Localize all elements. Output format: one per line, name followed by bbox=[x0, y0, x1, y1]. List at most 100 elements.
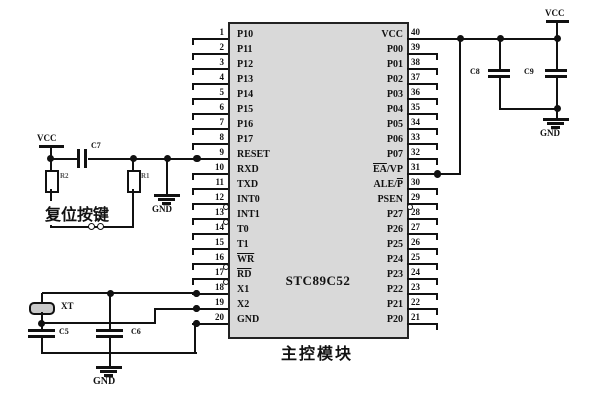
pin-label-segment: P15 bbox=[237, 104, 254, 115]
pin-23-lead bbox=[407, 293, 438, 295]
pin-22-lead bbox=[407, 308, 438, 310]
pin-38-tick bbox=[436, 68, 438, 75]
pin-18-lead bbox=[192, 293, 228, 295]
capacitor-plate bbox=[28, 329, 55, 332]
pin-31-dot bbox=[434, 170, 441, 177]
wire bbox=[154, 308, 198, 310]
pin-19-number: 19 bbox=[215, 297, 224, 307]
pin-22-tick bbox=[436, 308, 438, 315]
pin-30-lead bbox=[407, 188, 438, 190]
pin-11-tick bbox=[192, 188, 194, 195]
pin-label-segment: INT0 bbox=[237, 194, 260, 205]
pin-19-dot bbox=[193, 305, 200, 312]
pin-20-label: GND bbox=[237, 314, 259, 326]
gnd-symbol bbox=[543, 118, 569, 121]
wire bbox=[132, 160, 134, 172]
junction-dot bbox=[107, 290, 114, 297]
pin-8-lead bbox=[192, 143, 228, 145]
pin-2-lead bbox=[192, 53, 228, 55]
pin-3-tick bbox=[192, 68, 194, 75]
pin-6-lead bbox=[192, 113, 228, 115]
chip-caption: 主控模块 bbox=[280, 346, 353, 363]
pin-4-tick bbox=[192, 83, 194, 90]
junction-dot bbox=[457, 35, 464, 42]
pin-40-number: 40 bbox=[411, 27, 420, 37]
pin-12-lead bbox=[192, 203, 228, 205]
pin-5-label: P14 bbox=[237, 89, 253, 101]
pin-26-tick bbox=[436, 248, 438, 255]
resistor-r2-label: R2 bbox=[60, 172, 69, 180]
wire bbox=[499, 78, 501, 110]
pin-label-segment: EA bbox=[372, 164, 387, 175]
pin-6-tick bbox=[192, 113, 194, 120]
pin-label-segment: P22 bbox=[386, 284, 403, 295]
pin-29-label: PSEN bbox=[280, 194, 403, 206]
pin-33-tick bbox=[436, 143, 438, 150]
pin-5-number: 5 bbox=[219, 87, 225, 97]
capacitor-plate bbox=[488, 69, 510, 72]
wire bbox=[109, 352, 111, 367]
pin-22-label: P21 bbox=[280, 299, 403, 311]
gnd-symbol bbox=[154, 194, 180, 197]
wire bbox=[88, 158, 198, 160]
pin-21-lead bbox=[407, 323, 438, 325]
pin-17-tick bbox=[192, 278, 194, 285]
pin-33-number: 33 bbox=[411, 132, 420, 142]
wire bbox=[42, 292, 198, 294]
pin-label-segment: P27 bbox=[386, 209, 403, 220]
pin-37-label: P02 bbox=[280, 74, 403, 86]
pin-27-lead bbox=[407, 233, 438, 235]
pin-28-label: P27 bbox=[280, 209, 403, 221]
pin-31-lead bbox=[407, 173, 438, 175]
capacitor-plate bbox=[545, 75, 567, 78]
pin-4-number: 4 bbox=[219, 72, 225, 82]
pin-37-lead bbox=[407, 83, 438, 85]
wire bbox=[459, 39, 461, 175]
pin-24-label: P23 bbox=[280, 269, 403, 281]
pin-22-number: 22 bbox=[411, 297, 420, 307]
capacitor-c6-label: C6 bbox=[131, 327, 141, 336]
pin-label-segment: VCC bbox=[381, 29, 403, 40]
pin-10-tick bbox=[192, 173, 194, 180]
pin-39-lead bbox=[407, 53, 438, 55]
pin-24-tick bbox=[436, 278, 438, 285]
junction-dot bbox=[164, 155, 171, 162]
pin-9-label: RESET bbox=[237, 149, 270, 161]
junction-dot bbox=[130, 155, 137, 162]
pin-40-label: VCC bbox=[280, 29, 403, 41]
pin-label-segment: P14 bbox=[237, 89, 254, 100]
wire bbox=[499, 39, 501, 71]
pin-13-tick bbox=[192, 218, 194, 225]
wire bbox=[42, 322, 156, 324]
pin-3-number: 3 bbox=[219, 57, 225, 67]
pin-31-number: 31 bbox=[411, 162, 420, 172]
pin-23-number: 23 bbox=[411, 282, 420, 292]
capacitor-plate bbox=[84, 149, 87, 168]
pin-label-segment: X2 bbox=[237, 299, 250, 310]
pin-26-label: P25 bbox=[280, 239, 403, 251]
pin-label-segment: P02 bbox=[386, 74, 403, 85]
pin-label-segment: RESET bbox=[237, 149, 270, 160]
wire bbox=[154, 308, 156, 324]
pin-34-lead bbox=[407, 128, 438, 130]
pin-label-segment: P00 bbox=[386, 44, 403, 55]
pin-16-tick bbox=[192, 263, 194, 270]
wire bbox=[50, 147, 52, 159]
pin-32-label: P07 bbox=[280, 149, 403, 161]
pin-29-number: 29 bbox=[411, 192, 420, 202]
pin-label-segment: ALE/ bbox=[373, 179, 397, 190]
junction-dot bbox=[497, 35, 504, 42]
wire bbox=[50, 160, 52, 172]
crystal-gnd-label: GND bbox=[93, 376, 116, 387]
pin-11-label: TXD bbox=[237, 179, 258, 191]
pin-15-lead bbox=[192, 248, 228, 250]
pin-30-label: ALE/P bbox=[280, 179, 403, 191]
pin-13-number: 13 bbox=[215, 207, 224, 217]
pin-32-lead bbox=[407, 158, 438, 160]
pin-35-number: 35 bbox=[411, 102, 420, 112]
resistor-r1-symbol bbox=[127, 170, 141, 193]
pin-33-lead bbox=[407, 143, 438, 145]
capacitor-c9-label: C9 bbox=[524, 67, 534, 76]
pin-6-label: P15 bbox=[237, 104, 253, 116]
